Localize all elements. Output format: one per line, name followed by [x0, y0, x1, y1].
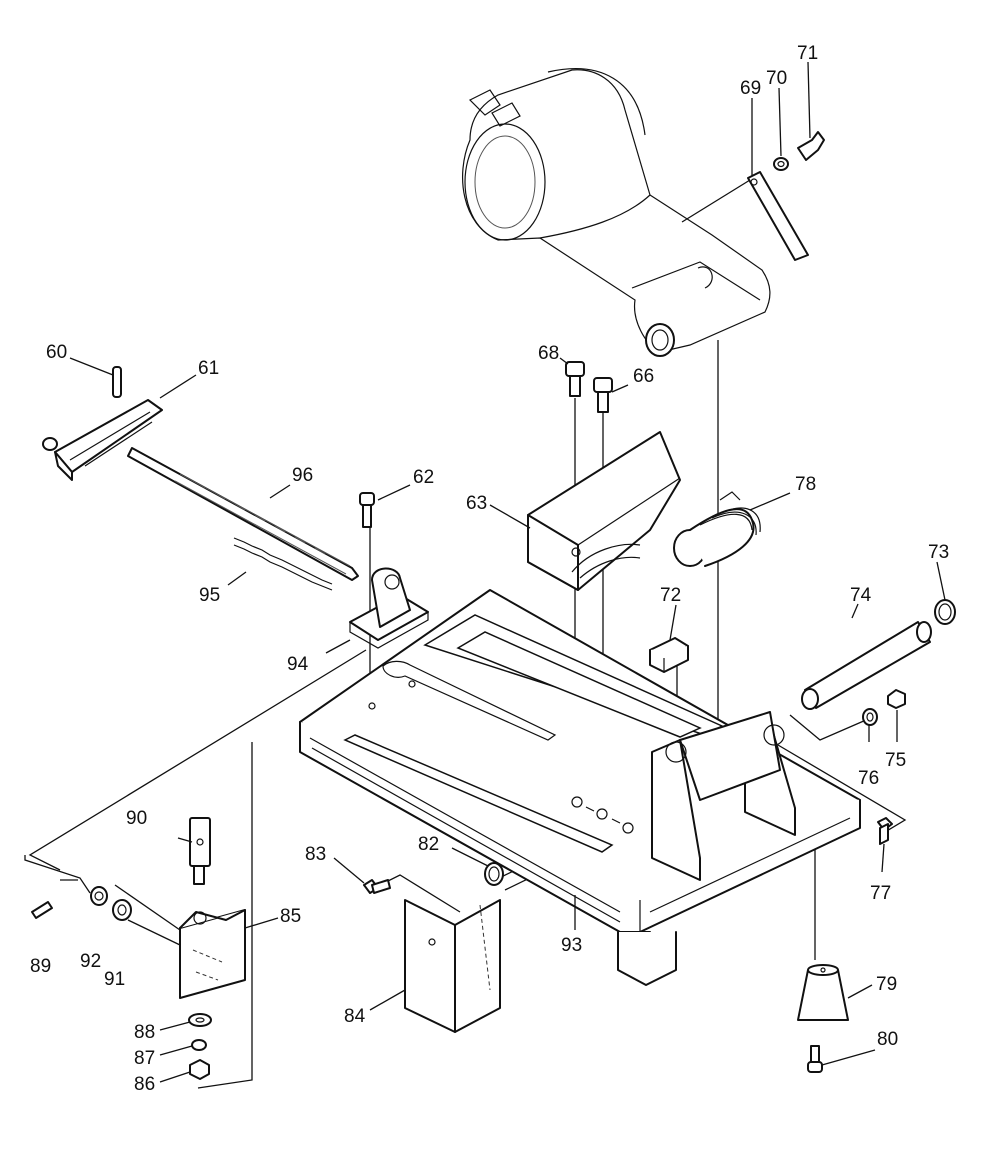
bolt-drawing: [363, 879, 391, 894]
pin-drawing: [31, 901, 53, 919]
bolt-drawing: [565, 361, 585, 397]
guide-plate-drawing: [527, 431, 681, 591]
nut-drawing: [887, 689, 906, 709]
part-number-label: 94: [287, 654, 309, 675]
part-number-label: 93: [561, 935, 582, 956]
stopper-drawing: [649, 637, 689, 673]
part-number-label: 63: [466, 493, 487, 514]
blade-guard-plate-drawing: [747, 171, 809, 261]
washer-drawing: [862, 708, 878, 726]
part-number-label: 84: [344, 1006, 366, 1027]
bolt-drawing: [877, 817, 893, 845]
vise-plate-drawing: [42, 399, 163, 481]
pivot-bracket-drawing: [651, 711, 796, 881]
part-number-label: 86: [134, 1074, 155, 1095]
shaft-drawing: [189, 817, 211, 885]
part-number-label: 89: [30, 956, 51, 977]
chain-drawing: [233, 537, 333, 591]
part-number-label: 66: [633, 366, 654, 387]
sub-bracket-drawing: [179, 909, 246, 999]
clamp-plate-drawing: [404, 899, 501, 1033]
rubber-foot-drawing: [797, 964, 849, 1021]
washer-drawing: [773, 157, 789, 171]
washer-drawing: [188, 1013, 212, 1027]
part-number-label: 71: [797, 43, 818, 64]
vise-holder-drawing: [349, 567, 429, 649]
spring-drawing: [673, 491, 761, 567]
part-number-label: 96: [292, 465, 313, 486]
spring-washer-drawing: [191, 1039, 207, 1051]
part-number-label: 85: [280, 906, 301, 927]
washer-drawing: [112, 899, 132, 921]
part-number-label: 80: [877, 1029, 898, 1050]
part-number-label: 73: [928, 542, 949, 563]
part-number-label: 62: [413, 467, 434, 488]
callout-leaders: [69, 61, 946, 1083]
retaining-ring-drawing: [934, 599, 956, 625]
part-number-label: 88: [134, 1022, 155, 1043]
vise-screw-drawing: [127, 447, 359, 581]
shaft-drawing: [801, 621, 932, 710]
part-number-label: 78: [795, 474, 816, 495]
part-number-label: 74: [850, 585, 872, 606]
wing-bolt-drawing: [797, 131, 825, 161]
part-number-labels: 60 61 62 63 66 68 69 70 71 72 73 74 75 7…: [30, 43, 949, 1095]
washer-drawing: [90, 886, 108, 906]
part-number-label: 75: [885, 750, 906, 771]
part-number-label: 61: [198, 358, 219, 379]
part-number-label: 92: [80, 951, 101, 972]
retaining-ring-drawing: [484, 862, 504, 886]
pin-drawing: [112, 366, 122, 398]
screw-drawing: [807, 1045, 823, 1073]
part-number-label: 68: [538, 343, 559, 364]
part-number-label: 83: [305, 844, 326, 865]
nut-drawing: [189, 1059, 210, 1080]
motor-housing-drawing: [461, 68, 771, 357]
part-number-label: 95: [199, 585, 220, 606]
part-number-label: 69: [740, 78, 761, 99]
part-number-label: 91: [104, 969, 125, 990]
part-number-label: 70: [766, 68, 787, 89]
part-number-label: 60: [46, 342, 67, 363]
base-drawing: [299, 589, 861, 986]
bolt-drawing: [359, 492, 375, 528]
part-number-label: 90: [126, 808, 147, 829]
part-number-label: 79: [876, 974, 897, 995]
part-number-label: 77: [870, 883, 891, 904]
bolt-drawing: [593, 377, 613, 413]
part-number-label: 72: [660, 585, 681, 606]
assembly-leader-lines: [24, 855, 181, 946]
part-number-label: 76: [858, 768, 879, 789]
part-number-label: 87: [134, 1048, 155, 1069]
part-number-label: 82: [418, 834, 439, 855]
